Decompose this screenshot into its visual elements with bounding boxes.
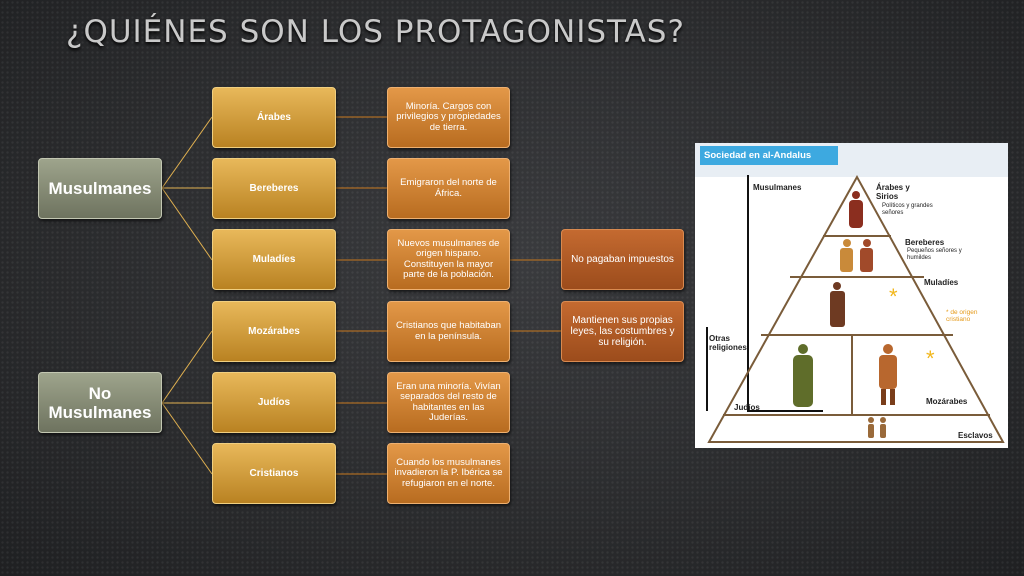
star-icon: * <box>926 346 935 371</box>
pyramid-drawing <box>706 174 1005 443</box>
description-text: Emigraron del norte de África. <box>400 177 497 199</box>
group-node-judios: Judíos <box>212 372 336 433</box>
pyramid-sub-bereberes: Pequeños señores y humildes <box>907 248 962 261</box>
pyramid-star-note: * de origen cristiano <box>946 309 978 323</box>
figure-esclavos <box>868 417 886 438</box>
pyramid-title: Sociedad en al-Andalus <box>700 146 838 165</box>
group-node-muladies: Muladíes <box>212 229 336 290</box>
description-node-muladies: Nuevos musulmanes de origen hispano. Con… <box>387 229 510 290</box>
root-node-musulmanes: Musulmanes <box>38 158 162 219</box>
group-node-mozarabes: Mozárabes <box>212 301 336 362</box>
group-label: Judíos <box>257 397 291 408</box>
figure-judios <box>793 344 813 407</box>
group-label: Muladíes <box>252 254 296 265</box>
root-label: Musulmanes <box>48 179 152 198</box>
note-text: No pagaban impuestos <box>571 254 674 265</box>
connector-line <box>161 402 213 475</box>
group-label: Árabes <box>257 112 291 123</box>
pyramid-label-musulmanes: Musulmanes <box>753 183 802 192</box>
note-text: Mantienen sus propias leyes, las costumb… <box>570 315 675 348</box>
connector-line <box>161 116 213 189</box>
pyramid-sub-arabes: Políticos y grandes señores <box>882 203 933 216</box>
description-text: Cristianos que habitaban en la península… <box>395 320 502 342</box>
description-node-mozarabes: Cristianos que habitaban en la península… <box>387 301 510 362</box>
figure-arabes <box>849 191 863 228</box>
description-node-cristianos: Cuando los musulmanes invadieron la P. I… <box>387 443 510 504</box>
pyramid-outline <box>707 174 1005 443</box>
group-label: Cristianos <box>249 468 299 479</box>
figure-mozarabes <box>879 344 897 405</box>
star-icon: * <box>889 284 898 309</box>
connector-line <box>161 330 213 404</box>
group-label: Bereberes <box>249 183 299 194</box>
page-title: ¿Quiénes son los protagonistas? <box>66 14 685 50</box>
musulmanes-bracket <box>747 175 823 412</box>
pyramid-label-muladies: Muladíes <box>924 278 959 287</box>
description-text: Nuevos musulmanes de origen hispano. Con… <box>397 237 500 280</box>
note-node-mozarabes: Mantienen sus propias leyes, las costumb… <box>561 301 684 362</box>
description-node-judios: Eran una minoría. Vivían separados del r… <box>387 372 510 433</box>
group-node-arabes: Árabes <box>212 87 336 148</box>
pyramid-label-arabes: Árabes y Sirios <box>876 183 910 201</box>
group-node-cristianos: Cristianos <box>212 443 336 504</box>
figure-bereberes <box>840 239 873 272</box>
society-pyramid-image: Sociedad en al-Andalus <box>695 143 1008 448</box>
pyramid-label-esclavos: Esclavos <box>958 431 993 440</box>
description-node-bereberes: Emigraron del norte de África. <box>387 158 510 219</box>
pyramid-label-otras-religiones: Otras religiones <box>709 334 747 352</box>
group-label: Mozárabes <box>248 326 300 337</box>
pyramid-label-judios: Judíos <box>734 403 760 412</box>
figure-muladies <box>830 282 845 327</box>
pyramid-label-bereberes: Bereberes <box>905 238 945 247</box>
pyramid-label-mozarabes: Mozárabes <box>926 397 968 406</box>
group-node-bereberes: Bereberes <box>212 158 336 219</box>
description-text: Minoría. Cargos con privilegios y propie… <box>396 100 501 133</box>
description-text: Cuando los musulmanes invadieron la P. I… <box>394 456 503 489</box>
root-label: No Musulmanes <box>48 383 152 422</box>
note-node-muladies: No pagaban impuestos <box>561 229 684 290</box>
connector-line <box>161 187 213 261</box>
root-node-no-musulmanes: No Musulmanes <box>38 372 162 433</box>
description-text: Eran una minoría. Vivían separados del r… <box>396 380 501 423</box>
description-node-arabes: Minoría. Cargos con privilegios y propie… <box>387 87 510 148</box>
